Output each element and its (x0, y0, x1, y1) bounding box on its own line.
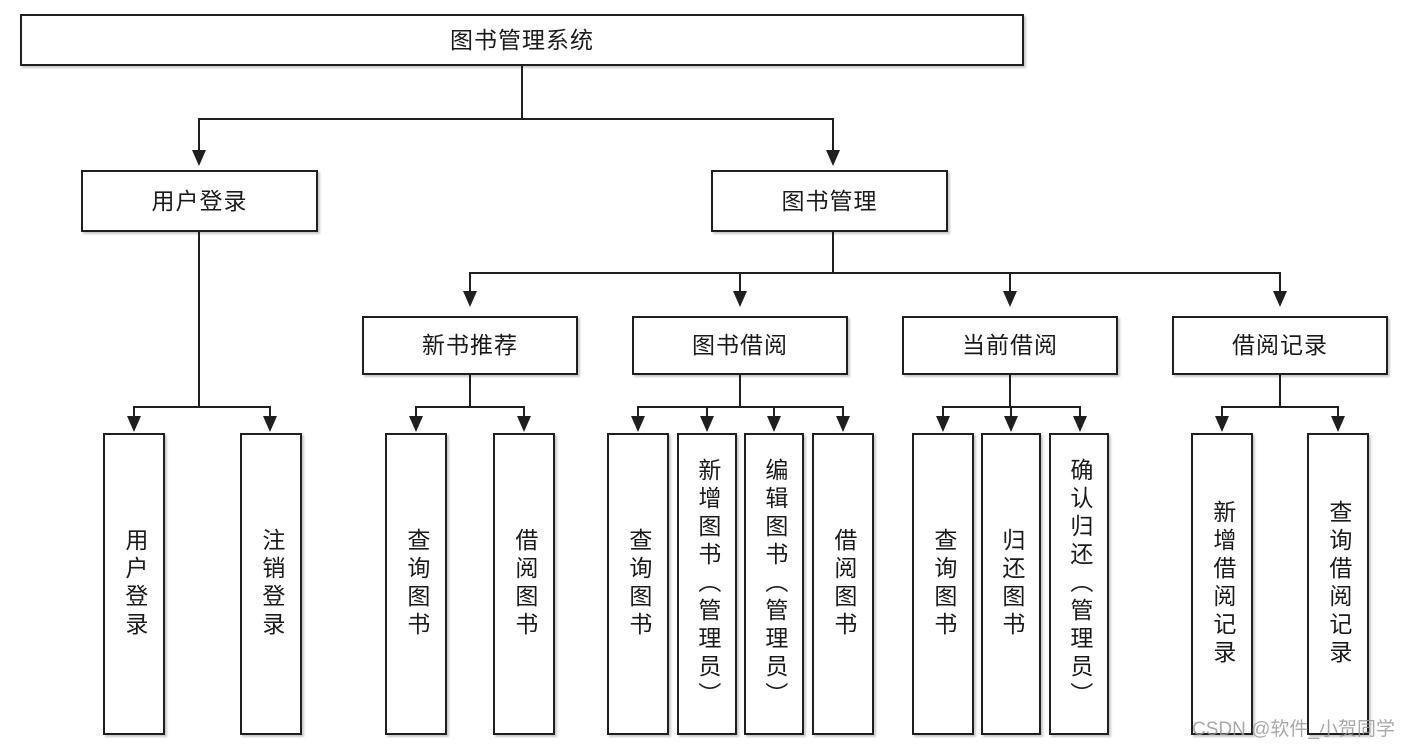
connector-borrow-record-bus (1221, 406, 1339, 408)
arrow-current-borrow-leaf-3 (1073, 416, 1087, 432)
connector-new-book-bus (415, 406, 525, 408)
connector-new-book-stem (469, 375, 471, 407)
node-user-login[interactable]: 用户登录 (81, 170, 318, 232)
node-book-management[interactable]: 图书管理 (711, 170, 948, 232)
connector-book-borrow-drop-4 (842, 406, 844, 420)
leaf-query-book-2[interactable]: 查询图书 (607, 433, 669, 735)
leaf-borrow-book-2[interactable]: 借阅图书 (812, 433, 874, 735)
leaf-query-book-1[interactable]: 查询图书 (385, 433, 447, 735)
leaf-query-record[interactable]: 查询借阅记录 (1307, 433, 1369, 735)
connector-user-login-bus (133, 406, 269, 408)
connector-root-bus (198, 118, 834, 120)
node-current-borrow[interactable]: 当前借阅 (902, 316, 1118, 375)
arrow-bm-to-current-borrow (1003, 291, 1017, 307)
leaf-label: 借阅图书 (511, 528, 538, 640)
connector-current-borrow-drop-2 (1010, 406, 1012, 420)
connector-borrow-record-stem (1279, 375, 1281, 407)
leaf-return-book[interactable]: 归还图书 (981, 433, 1041, 735)
arrow-book-borrow-leaf-3 (767, 416, 781, 432)
leaf-label: 注销登录 (258, 528, 285, 640)
leaf-add-record[interactable]: 新增借阅记录 (1191, 433, 1253, 735)
node-borrow-record[interactable]: 借阅记录 (1172, 316, 1388, 375)
connector-user-login-stem (198, 232, 200, 407)
leaf-label: 查询借阅记录 (1325, 500, 1352, 668)
connector-book-borrow-stem (739, 375, 741, 407)
connector-borrow-record-drop-2 (1337, 406, 1339, 420)
leaf-confirm-return[interactable]: 确认归还（管理员） (1049, 433, 1109, 735)
connector-root-stem (521, 66, 523, 118)
arrow-book-borrow-leaf-1 (631, 416, 645, 432)
node-new-book-recommend[interactable]: 新书推荐 (362, 316, 578, 375)
leaf-label: 查询图书 (403, 528, 430, 640)
arrow-root-to-book-management (826, 150, 840, 166)
leaf-logout[interactable]: 注销登录 (240, 433, 302, 735)
arrow-user-login-leaf-1 (127, 416, 141, 432)
arrow-current-borrow-leaf-1 (936, 416, 950, 432)
leaf-borrow-book-1[interactable]: 借阅图书 (493, 433, 555, 735)
leaf-user-login[interactable]: 用户登录 (103, 433, 165, 735)
connector-borrow-record-drop-1 (1221, 406, 1223, 420)
connector-new-book-drop-1 (415, 406, 417, 420)
connector-bm-drop-new-book (469, 272, 471, 294)
connector-book-borrow-bus (637, 406, 844, 408)
leaf-label: 编辑图书（管理员） (761, 458, 788, 710)
arrow-borrow-record-leaf-1 (1215, 416, 1229, 432)
arrow-root-to-user-login (192, 150, 206, 166)
leaf-edit-book[interactable]: 编辑图书（管理员） (744, 433, 804, 735)
connector-book-borrow-drop-1 (637, 406, 639, 420)
connector-current-borrow-drop-1 (942, 406, 944, 420)
connector-root-to-book-management (832, 118, 834, 153)
leaf-add-book[interactable]: 新增图书（管理员） (677, 433, 737, 735)
leaf-label: 归还图书 (998, 528, 1025, 640)
leaf-label: 用户登录 (121, 528, 148, 640)
connector-bm-drop-current-borrow (1009, 272, 1011, 294)
node-root-system[interactable]: 图书管理系统 (20, 14, 1024, 66)
connector-bm-drop-book-borrow (739, 272, 741, 294)
connector-user-login-drop-1 (133, 406, 135, 420)
leaf-label: 新增图书（管理员） (694, 458, 721, 710)
connector-book-management-stem (832, 232, 834, 273)
connector-book-management-bus (469, 272, 1281, 274)
arrow-borrow-record-leaf-2 (1331, 416, 1345, 432)
leaf-label: 确认归还（管理员） (1066, 458, 1093, 710)
connector-user-login-drop-2 (269, 406, 271, 420)
arrow-book-borrow-leaf-4 (836, 416, 850, 432)
arrow-new-book-leaf-2 (517, 416, 531, 432)
connector-new-book-drop-2 (523, 406, 525, 420)
node-book-borrow[interactable]: 图书借阅 (632, 316, 848, 375)
arrow-current-borrow-leaf-2 (1004, 416, 1018, 432)
connector-root-to-user-login (198, 118, 200, 153)
connector-book-borrow-drop-3 (773, 406, 775, 420)
leaf-label: 查询图书 (930, 528, 957, 640)
arrow-user-login-leaf-2 (263, 416, 277, 432)
leaf-label: 借阅图书 (830, 528, 857, 640)
arrow-bm-to-borrow-record (1273, 291, 1287, 307)
connector-current-borrow-stem (1009, 375, 1011, 407)
leaf-label: 查询图书 (625, 528, 652, 640)
arrow-bm-to-book-borrow (733, 291, 747, 307)
connector-current-borrow-drop-3 (1079, 406, 1081, 420)
leaf-query-book-3[interactable]: 查询图书 (912, 433, 974, 735)
connector-book-borrow-drop-2 (706, 406, 708, 420)
connector-bm-drop-borrow-record (1279, 272, 1281, 294)
arrow-bm-to-new-book-recommend (463, 291, 477, 307)
arrow-new-book-leaf-1 (409, 416, 423, 432)
leaf-label: 新增借阅记录 (1209, 500, 1236, 668)
arrow-book-borrow-leaf-2 (700, 416, 714, 432)
